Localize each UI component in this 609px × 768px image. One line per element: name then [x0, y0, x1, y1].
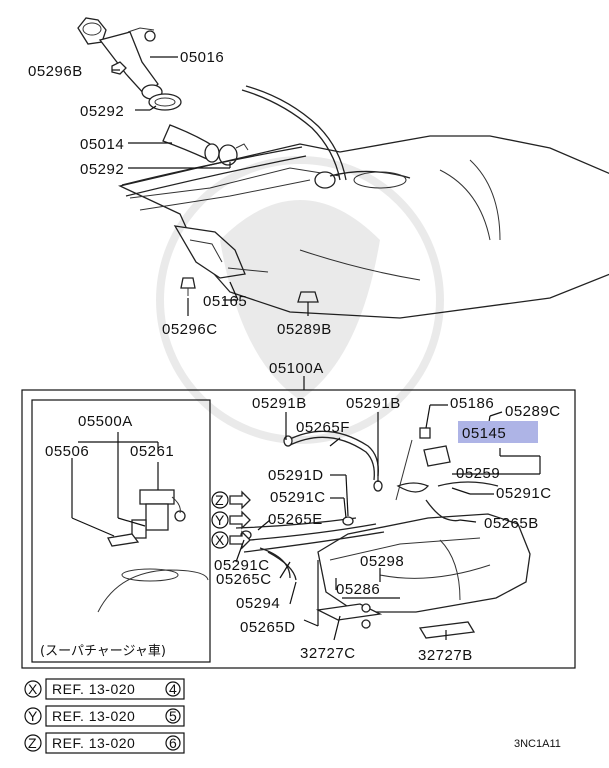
label-05296B: 05296B: [28, 63, 83, 80]
label-05265D: 05265D: [240, 619, 296, 636]
supercharger-note: (スーパチャージャ車): [40, 644, 166, 659]
label-05292-lower: 05292: [80, 161, 124, 178]
ref-num-y: 5: [169, 708, 177, 724]
label-05165: 05165: [203, 293, 247, 310]
connector-markers: Z Y X: [211, 491, 229, 549]
label-32727B: 32727B: [418, 647, 473, 664]
label-05298: 05298: [360, 553, 404, 570]
pump-module-inset-drawing: [71, 432, 209, 613]
ref-num-x: 4: [169, 681, 177, 697]
label-05261: 05261: [130, 443, 174, 460]
label-05296C: 05296C: [162, 321, 218, 338]
reference-legend: X REF. 13-020 4 Y REF. 13-020 5 Z REF. 1…: [24, 678, 185, 754]
ref-marker-z: Z: [28, 735, 37, 751]
ref-marker-y: Y: [28, 708, 38, 724]
marker-y: Y: [215, 512, 225, 528]
upper-part-labels: 05016 05296B 05292 05014 05292 05165 052…: [28, 49, 332, 377]
label-05291B-right: 05291B: [346, 395, 401, 412]
ref-text-x: REF. 13-020: [52, 681, 135, 697]
label-32727C: 32727C: [300, 645, 356, 662]
ref-text-z: REF. 13-020: [52, 735, 135, 751]
main-part-labels: 05291B 05291B 05186 05289C 05145 05265F …: [214, 395, 561, 664]
assembly-frame: [21, 389, 576, 669]
label-05145: 05145: [462, 425, 506, 442]
label-05292-upper: 05292: [80, 103, 124, 120]
label-05291C-middle: 05291C: [270, 489, 326, 506]
label-05286: 05286: [336, 581, 380, 598]
label-05289C: 05289C: [505, 403, 561, 420]
label-05265E: 05265E: [268, 511, 323, 528]
label-05265F: 05265F: [296, 419, 350, 436]
filler-neck-drawing: [77, 17, 249, 166]
ref-text-y: REF. 13-020: [52, 708, 135, 724]
ref-num-z: 6: [169, 735, 177, 751]
label-05291D: 05291D: [268, 467, 324, 484]
watermark-logo: [156, 156, 444, 444]
highlight-05145: [458, 421, 538, 443]
label-05289B: 05289B: [277, 321, 332, 338]
label-05291C-left: 05291C: [214, 557, 270, 574]
label-05014: 05014: [80, 136, 124, 153]
label-05016: 05016: [180, 49, 224, 66]
supercharger-inset-frame: [31, 399, 211, 663]
label-05100A: 05100A: [269, 360, 324, 377]
marker-z: Z: [215, 492, 224, 508]
fuel-tank-upper-drawing: [118, 85, 609, 319]
ref-marker-x: X: [28, 681, 38, 697]
marker-x: X: [215, 532, 225, 548]
label-05259: 05259: [456, 465, 500, 482]
leader-lines-main: [235, 404, 541, 641]
label-05291B-left: 05291B: [252, 395, 307, 412]
label-05500A: 05500A: [78, 413, 133, 430]
diagram-code: 3NC1A11: [514, 738, 561, 750]
leader-lines-upper: [112, 56, 309, 390]
label-05291C-right: 05291C: [496, 485, 552, 502]
label-05265C: 05265C: [216, 571, 272, 588]
label-05186: 05186: [450, 395, 494, 412]
label-05265B: 05265B: [484, 515, 539, 532]
inset-labels: 05500A 05506 05261 (スーパチャージャ車): [40, 413, 174, 659]
label-05506: 05506: [45, 443, 89, 460]
label-05294: 05294: [236, 595, 280, 612]
